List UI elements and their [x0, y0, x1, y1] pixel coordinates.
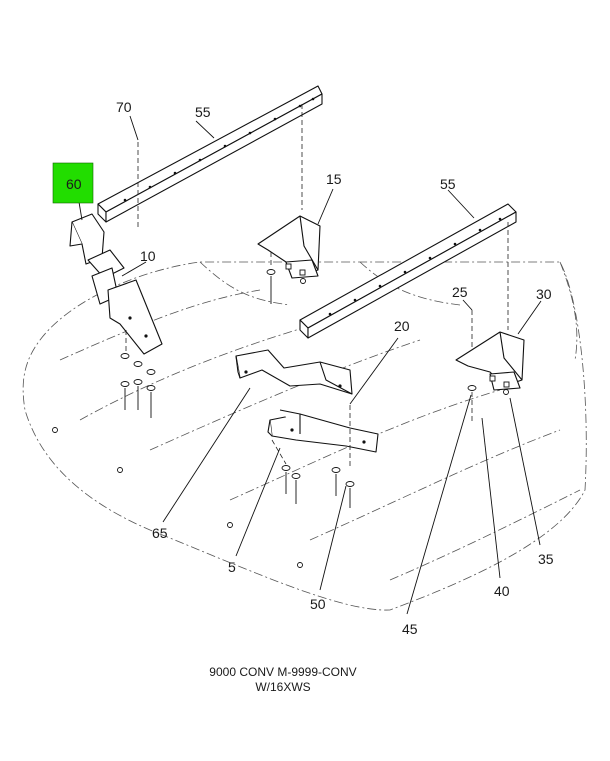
callout-45[interactable]: 45: [402, 621, 418, 637]
callout-15[interactable]: 15: [326, 171, 342, 187]
callout-50[interactable]: 50: [310, 596, 326, 612]
bracket-10: [91, 267, 163, 355]
diagram-caption: 9000 CONV M-9999-CONV W/16XWS: [209, 665, 356, 694]
caption-line-2: W/16XWS: [255, 680, 310, 694]
leader-lines: [77, 115, 542, 615]
rail-55-right: [299, 203, 517, 339]
callout-40[interactable]: 40: [494, 583, 510, 599]
callout-25[interactable]: 25: [452, 284, 468, 300]
callout-30[interactable]: 30: [536, 286, 552, 302]
bracket-60: [69, 213, 125, 279]
bracket-30: [455, 331, 525, 395]
bracket-5: [267, 409, 379, 453]
rail-55-upper: [97, 85, 323, 223]
callout-70[interactable]: 70: [116, 99, 132, 115]
callout-65[interactable]: 65: [152, 525, 168, 541]
callout-55-upper[interactable]: 55: [195, 104, 211, 120]
callout-5[interactable]: 5: [228, 559, 236, 575]
fasteners: [120, 252, 477, 508]
callout-labels: 70 55 60 15 55 10 25 30 20 65 5 50 45 40…: [66, 99, 554, 637]
highlight-box-60: [52, 162, 94, 204]
callout-10[interactable]: 10: [140, 248, 156, 264]
assembly-lines: [125, 104, 509, 466]
callout-55-right[interactable]: 55: [440, 176, 456, 192]
callout-35[interactable]: 35: [538, 551, 554, 567]
callout-20[interactable]: 20: [394, 318, 410, 334]
caption-line-1: 9000 CONV M-9999-CONV: [209, 665, 356, 679]
callout-60[interactable]: 60: [66, 176, 82, 192]
bracket-65: [235, 349, 353, 395]
